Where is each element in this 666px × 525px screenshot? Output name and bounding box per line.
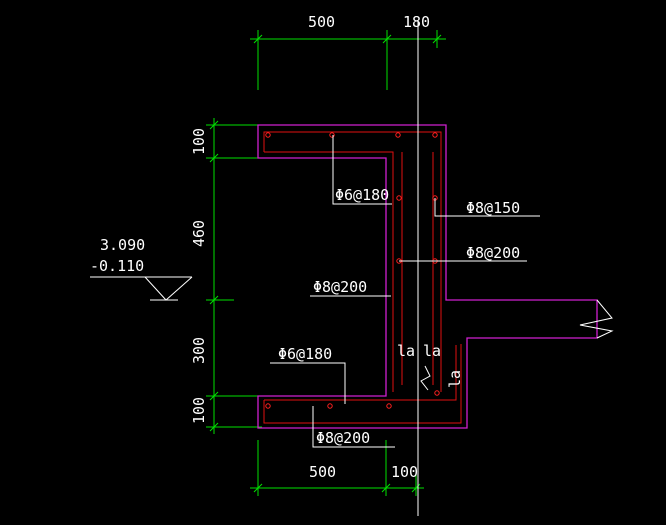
dim-bottom-right: 100: [391, 463, 418, 481]
label-top-slab: Φ6@180: [335, 186, 389, 204]
dim-left-1: 100: [190, 128, 208, 155]
label-wall-outer: Φ8@150: [466, 199, 520, 217]
leader-lines: [270, 20, 614, 516]
dim-top-right: 180: [403, 13, 430, 31]
label-wall-inner: Φ8@200: [466, 244, 520, 262]
label-bottom-slab-top: Φ6@180: [278, 345, 332, 363]
dim-left-4: 100: [190, 397, 208, 424]
rebar-lines: [263, 131, 462, 424]
label-bottom-slab-bottom: Φ8@200: [316, 429, 370, 447]
dim-left-3: 300: [190, 337, 208, 364]
dim-bottom-left: 500: [309, 463, 336, 481]
label-wall-left: Φ8@200: [313, 278, 367, 296]
anchorage-la-3: la: [446, 370, 464, 388]
anchorage-la-1: la: [397, 342, 415, 360]
rebar-dots: [265, 132, 440, 409]
dimension-lines: [206, 30, 446, 496]
anchorage-la-2: la: [423, 342, 441, 360]
concrete-outline: [257, 124, 598, 429]
dim-left-2: 460: [190, 220, 208, 247]
elevation-upper: 3.090: [100, 236, 145, 254]
dim-top-left: 500: [308, 13, 335, 31]
elevation-lower: -0.110: [90, 257, 144, 275]
elevation-marker: [90, 276, 193, 301]
